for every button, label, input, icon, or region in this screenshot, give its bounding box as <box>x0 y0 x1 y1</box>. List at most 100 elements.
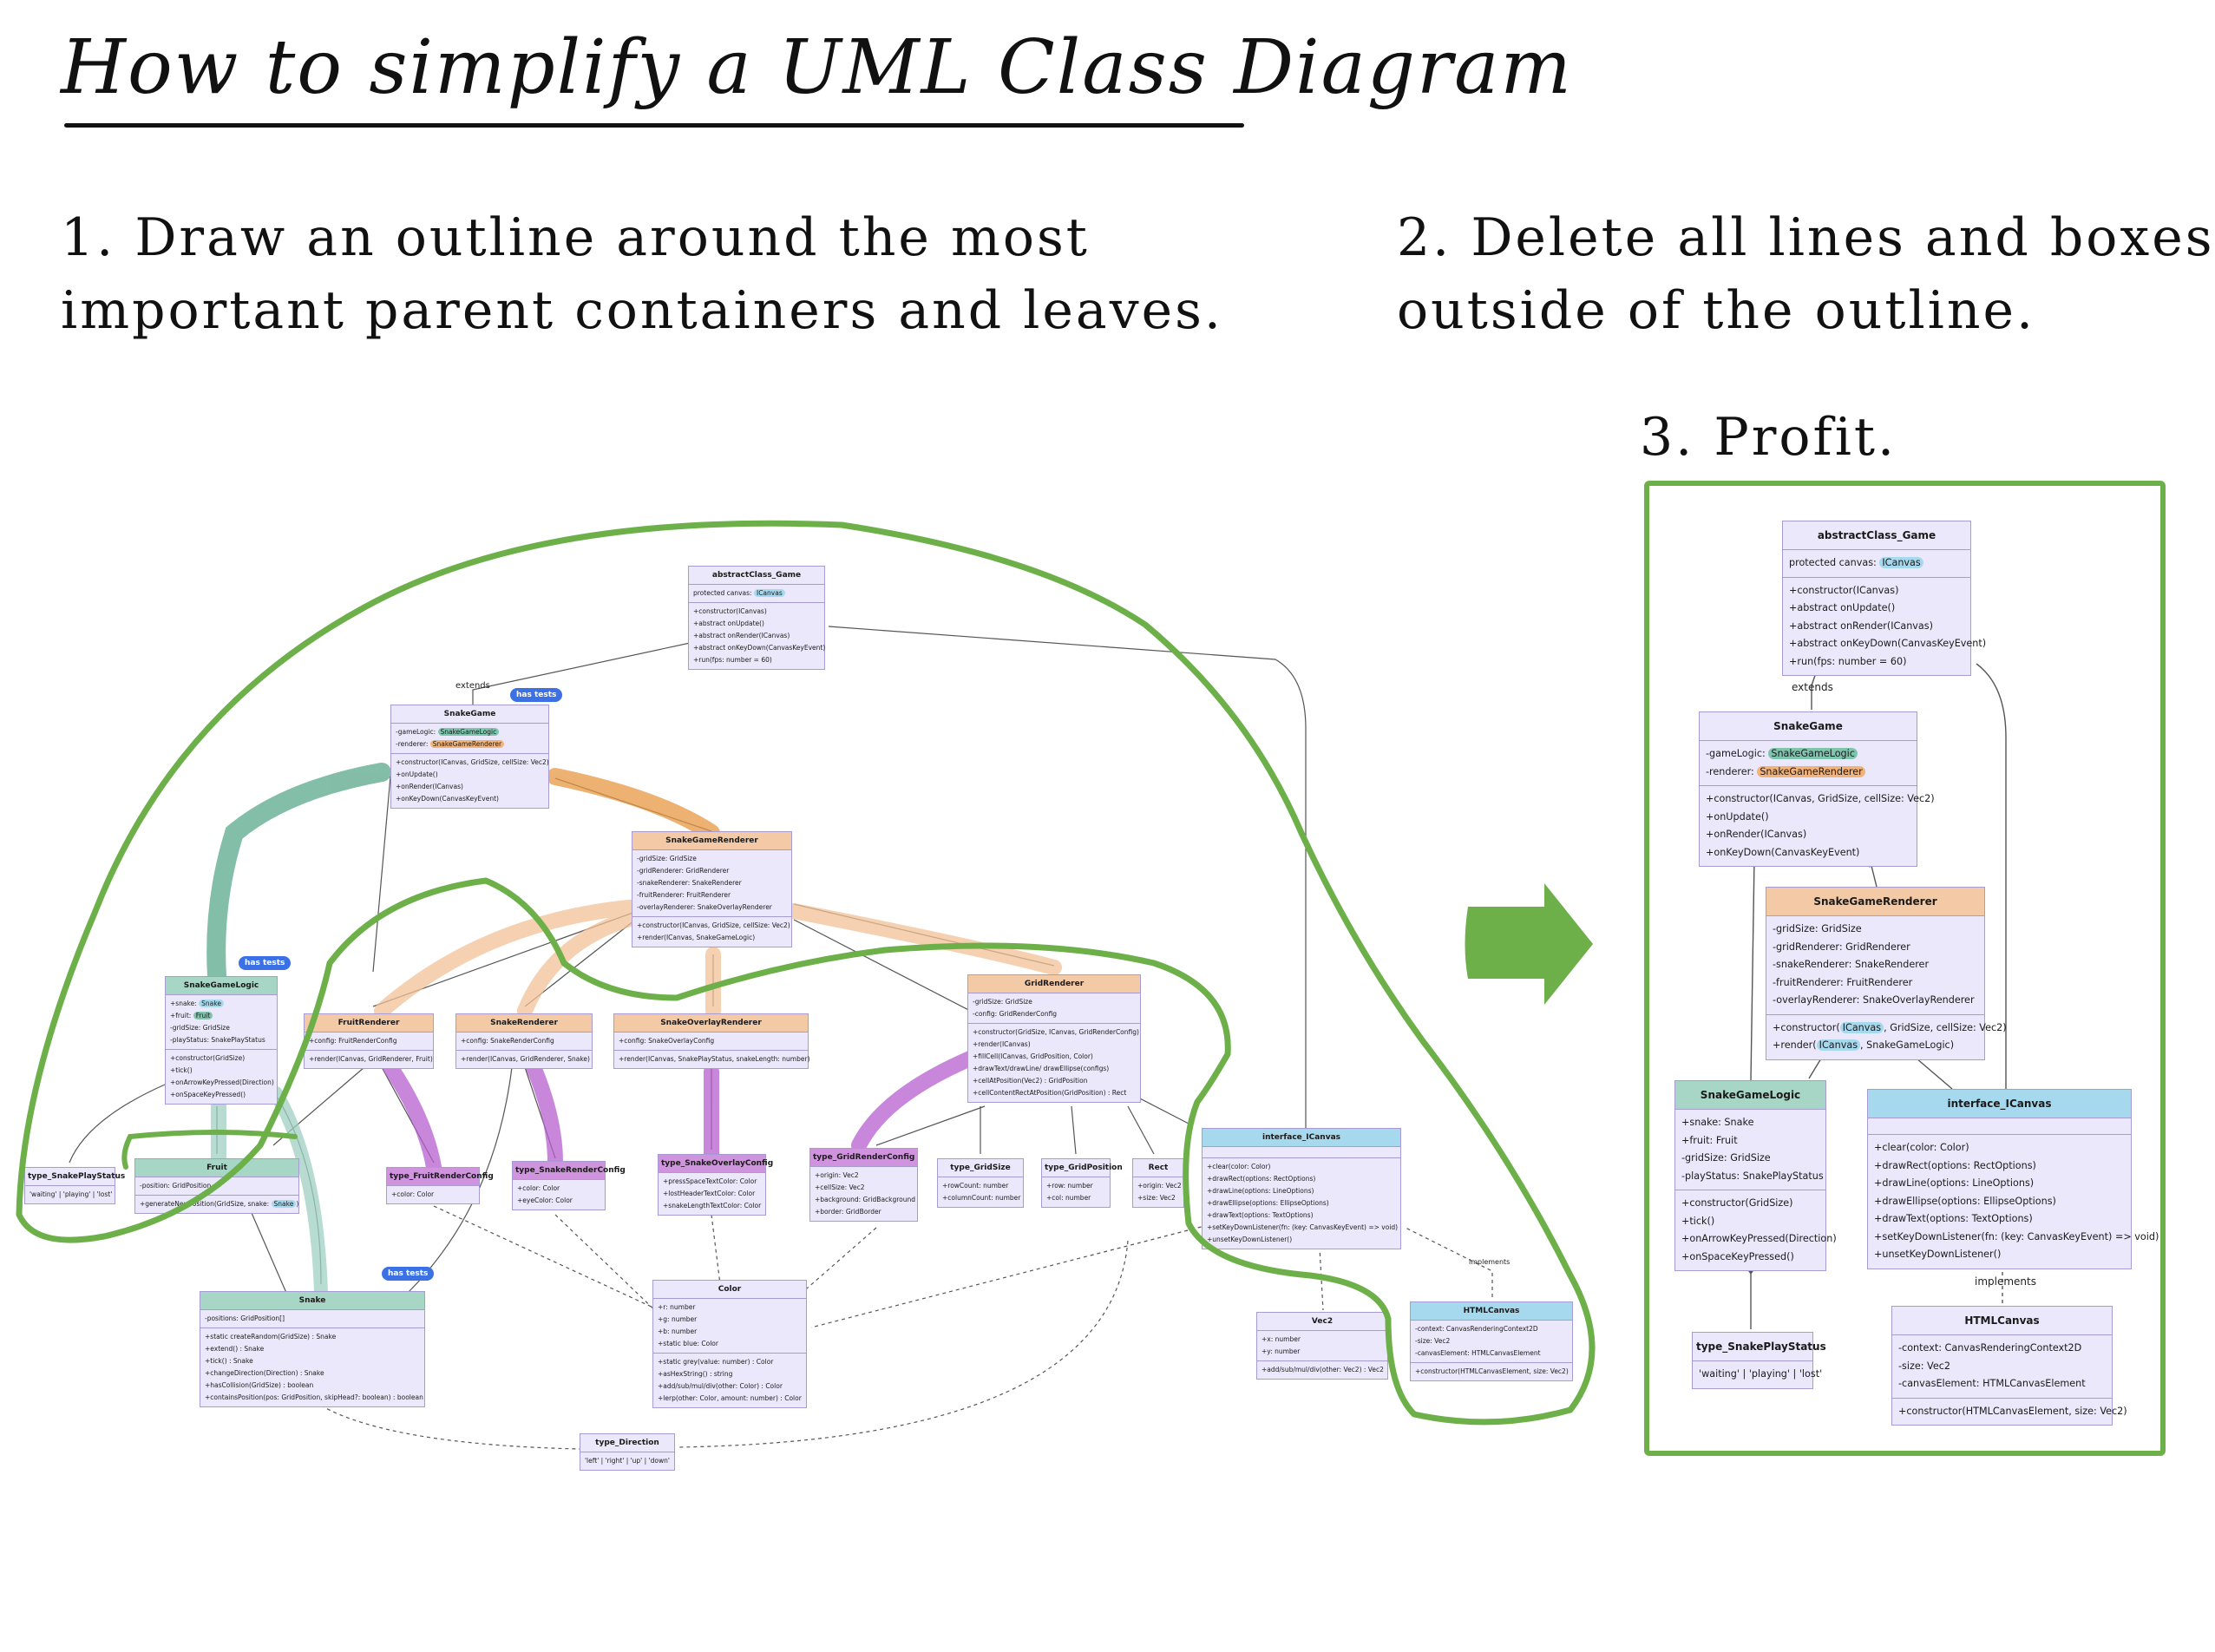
class-name: type_SnakeRenderConfig <box>513 1162 626 1180</box>
edge-r-game-icanvas <box>1976 663 2007 1093</box>
method: +drawEllipse(options: EllipseOptions) <box>1874 1195 2056 1207</box>
field: -snakeRenderer: SnakeRenderer <box>637 879 742 887</box>
field: -size: Vec2 <box>1898 1360 1950 1372</box>
class-box-logic: SnakeGameLogic +snake: Snake +fruit: Fru… <box>165 976 278 1105</box>
highlight-purple-grid-config <box>851 1046 988 1153</box>
value: 'waiting' | 'playing' | 'lost' <box>1699 1368 1823 1380</box>
extends-label: extends <box>1792 681 1833 693</box>
method: +setKeyDownListener(fn: (key: CanvasKeyE… <box>1874 1230 2159 1242</box>
field: +columnCount: number <box>942 1194 1021 1202</box>
class-box-overlayrenderer: SnakeOverlayRenderer +config: SnakeOverl… <box>613 1013 810 1069</box>
has-tests-badge: has tests <box>382 1267 435 1281</box>
class-box-vec2: Vec2 +x: number +y: number +add/sub/mul/… <box>1256 1312 1388 1380</box>
field: +lostHeaderTextColor: Color <box>663 1190 756 1197</box>
class-box-snakerenderer: SnakeRenderer +config: SnakeRenderConfig… <box>455 1013 593 1069</box>
method: +run(fps: number = 60) <box>1789 655 1907 667</box>
step-1-text: 1. Draw an outline around the most impor… <box>61 201 1223 347</box>
method: +render(ICanvas, GridRenderer, Snake) <box>461 1055 590 1063</box>
class-name: interface_ICanvas <box>1203 1129 1400 1147</box>
class-name: Fruit <box>135 1159 298 1177</box>
class-box-snakeconfig: type_SnakeRenderConfig +color: Color +ey… <box>512 1161 626 1210</box>
left-diagram-connectors <box>69 626 1493 1450</box>
field: -gridSize: GridSize <box>1773 923 1862 934</box>
step-1-line-2: important parent containers and leaves. <box>61 280 1223 341</box>
class-box-direction: type_Direction 'left' | 'right' | 'up' |… <box>580 1433 675 1471</box>
method: +tick() <box>170 1066 193 1074</box>
method: +add/sub/mul/div(other: Color) : Color <box>658 1382 783 1390</box>
method: +drawText(options: TextOptions) <box>1874 1213 2033 1224</box>
field: -snakeRenderer: SnakeRenderer <box>1773 959 1930 970</box>
value: 'waiting' | 'playing' | 'lost' <box>29 1190 113 1198</box>
method: +abstract onRender(ICanvas) <box>693 632 790 639</box>
field: protected canvas: ICanvas <box>693 587 820 600</box>
class-box-overlayconfig: type_SnakeOverlayConfig +pressSpaceTextC… <box>658 1154 773 1216</box>
method: +render(ICanvas) <box>973 1040 1031 1048</box>
field: +origin: Vec2 <box>815 1171 859 1179</box>
has-tests-badge: has tests <box>510 688 563 702</box>
field: -overlayRenderer: SnakeOverlayRenderer <box>1773 994 1975 1006</box>
highlight-purple-snake-config <box>526 1059 563 1170</box>
method: +changeDirection(Direction) : Snake <box>205 1369 324 1377</box>
field: -renderer: SnakeGameRenderer <box>1706 764 1910 782</box>
edge-snake-direction <box>320 1240 1129 1450</box>
method: +render(ICanvas, SnakeGameLogic) <box>1773 1039 1955 1051</box>
class-box-gridconfig: type_GridRenderConfig +origin: Vec2 +cel… <box>809 1148 918 1222</box>
field: +config: FruitRenderConfig <box>309 1037 397 1045</box>
edge-grid-config <box>875 1105 986 1146</box>
field: -overlayRenderer: SnakeOverlayRenderer <box>637 903 772 911</box>
class-box-htmlcanvas-simplified: HTMLCanvas -context: CanvasRenderingCont… <box>1891 1306 2127 1426</box>
field: -context: CanvasRenderingContext2D <box>1898 1342 2082 1354</box>
class-name: SnakeGameRenderer <box>1766 888 1984 916</box>
class-name: SnakeGame <box>1700 712 1917 741</box>
method: +render(ICanvas, GridRenderer, Fruit) <box>309 1055 433 1063</box>
method: +onKeyDown(CanvasKeyEvent) <box>396 795 499 803</box>
class-box-icanvas-simplified: interface_ICanvas +clear(color: Color) +… <box>1867 1089 2159 1269</box>
class-name: SnakeGameLogic <box>166 977 277 995</box>
field: +color: Color <box>391 1190 435 1198</box>
method: +lerp(other: Color, amount: number) : Co… <box>658 1394 802 1402</box>
method: +onKeyDown(CanvasKeyEvent) <box>1706 846 1860 858</box>
method: +constructor(GridSize) <box>1681 1197 1793 1209</box>
class-name: Color <box>653 1281 806 1299</box>
class-name: SnakeRenderer <box>456 1014 592 1032</box>
field: +config: SnakeOverlayConfig <box>619 1037 715 1045</box>
highlight-orange-renderer-fruit <box>374 899 645 1019</box>
field: -gameLogic: SnakeGameLogic <box>396 726 544 738</box>
field: -playStatus: SnakePlayStatus <box>170 1036 265 1044</box>
edge-r-snakegame-logic <box>1750 858 1755 1081</box>
field: -canvasElement: HTMLCanvasElement <box>1898 1378 2086 1389</box>
field: +config: SnakeRenderConfig <box>461 1037 554 1045</box>
method: +constructor(HTMLCanvasElement, size: Ve… <box>1898 1405 2127 1417</box>
highlight-orange-renderer-grid <box>786 903 1062 975</box>
edge-to-color <box>433 1205 1216 1328</box>
field: -gridSize: GridSize <box>1681 1152 1771 1164</box>
field: +y: number <box>1262 1347 1301 1355</box>
field: +row: number <box>1046 1182 1093 1190</box>
class-name: FruitRenderer <box>305 1014 433 1032</box>
method: +setKeyDownListener(fn: (key: CanvasKeyE… <box>1207 1223 1399 1231</box>
method: +add/sub/mul/div(other: Vec2) : Vec2 <box>1262 1366 1384 1373</box>
class-name: SnakeGameRenderer <box>632 832 791 850</box>
field: -gameLogic: SnakeGameLogic <box>1706 745 1910 764</box>
field: +snake: Snake <box>170 998 272 1010</box>
method: +render(ICanvas, SnakeGameLogic) <box>637 934 756 941</box>
field: +snake: Snake <box>1681 1117 1754 1128</box>
class-box-playstatus-simplified: type_SnakePlayStatus 'waiting' | 'playin… <box>1692 1332 1826 1389</box>
method: +abstract onKeyDown(CanvasKeyEvent) <box>693 644 826 652</box>
field: -gridSize: GridSize <box>637 855 697 862</box>
class-name: type_GridSize <box>938 1159 1023 1177</box>
edge-icanvas-vec2 <box>1318 1231 1324 1311</box>
method: +clear(color: Color) <box>1874 1142 1969 1153</box>
field: +fruit: Fruit <box>1681 1134 1738 1146</box>
class-box-fruit: Fruit -position: GridPosition +generateN… <box>134 1158 299 1214</box>
method: +containsPosition(pos: GridPosition, ski… <box>205 1393 423 1401</box>
outline-overlay <box>16 520 1596 1426</box>
page-title: How to simplify a UML Class Diagram <box>61 24 1573 111</box>
field: +color: Color <box>517 1184 560 1192</box>
implements-label: implements <box>1975 1275 2036 1288</box>
method: +constructor(HTMLCanvasElement, size: Ve… <box>1415 1367 1569 1375</box>
value: 'left' | 'right' | 'up' | 'down' <box>585 1457 670 1465</box>
field: -fruitRenderer: FruitRenderer <box>1773 976 1913 988</box>
highlight-green-snakegame-logic <box>206 763 391 986</box>
highlight-purple-fruit-config <box>383 1059 442 1175</box>
